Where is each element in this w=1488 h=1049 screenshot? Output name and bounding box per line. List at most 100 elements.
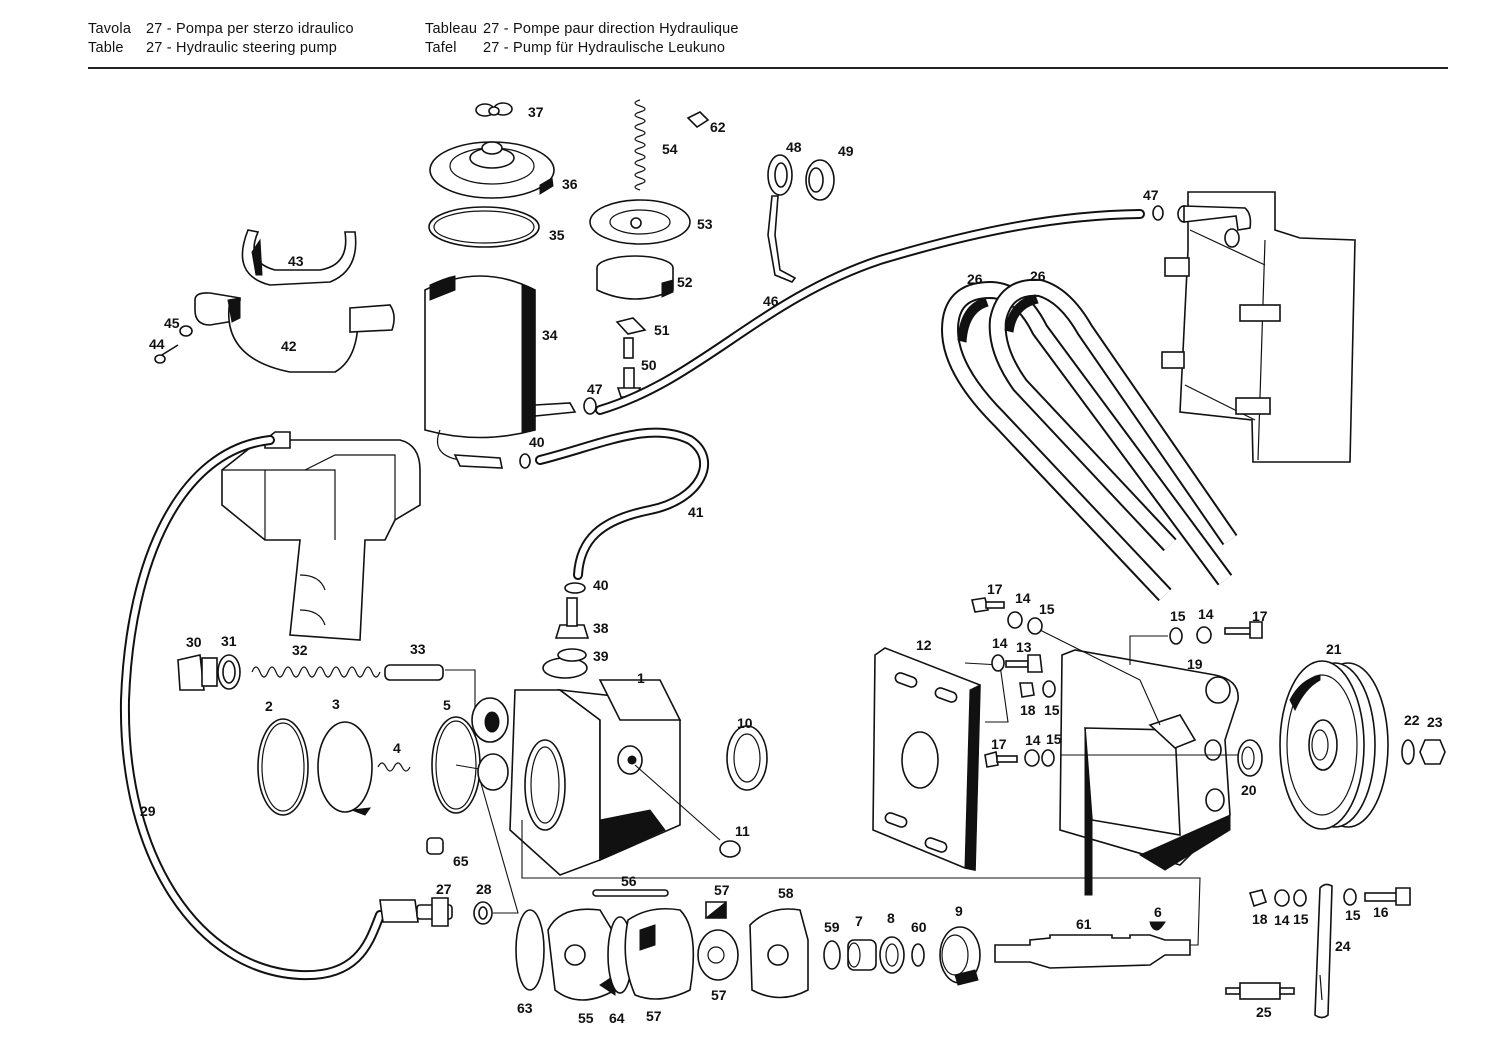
reservoir-insulator (241, 229, 357, 286)
label-9: 9 (955, 903, 963, 919)
label-20: 20 (1241, 782, 1257, 798)
label-26b: 26 (1030, 268, 1046, 284)
washer-small (179, 325, 193, 337)
label-32: 32 (292, 642, 308, 658)
label-8: 8 (887, 910, 895, 926)
pressure-plate (547, 908, 616, 1001)
label-7: 7 (855, 913, 863, 929)
label-15c: 15 (1046, 731, 1062, 747)
label-18b: 18 (1252, 911, 1268, 927)
filter-spring (634, 99, 646, 191)
cover-gasket (428, 206, 540, 248)
label-61: 61 (1076, 916, 1092, 932)
label-14b: 14 (992, 635, 1008, 651)
label-14c: 14 (1025, 732, 1041, 748)
label-57b: 57 (646, 1008, 662, 1024)
filter-element (596, 255, 674, 300)
label-33: 33 (410, 641, 426, 657)
label-6: 6 (1154, 904, 1162, 920)
drive-shaft (994, 934, 1191, 969)
washer-15b (1042, 680, 1056, 698)
label-15b: 15 (1044, 702, 1060, 718)
label-28: 28 (476, 881, 492, 897)
label-19: 19 (1187, 656, 1203, 672)
washer-14b (991, 654, 1005, 672)
nut-18a (1019, 682, 1035, 698)
hose-clamp-40b (564, 582, 586, 594)
label-17b: 17 (991, 736, 1007, 752)
label-10: 10 (737, 715, 753, 731)
label-51: 51 (654, 322, 670, 338)
label-64: 64 (609, 1010, 625, 1026)
woodruff-key (1149, 921, 1166, 931)
bolt-13 (1005, 654, 1043, 673)
label-2: 2 (265, 698, 273, 714)
label-30: 30 (186, 634, 202, 650)
label-17c: 17 (1252, 608, 1268, 624)
outlet-pipe (534, 402, 577, 417)
label-36: 36 (562, 176, 578, 192)
label-21: 21 (1326, 641, 1342, 657)
ball-bearing (939, 926, 981, 986)
label-13: 13 (1016, 639, 1032, 655)
label-58: 58 (778, 885, 794, 901)
rotor (697, 929, 739, 981)
washer-15a (1027, 617, 1043, 635)
label-23: 23 (1427, 714, 1443, 730)
label-56: 56 (621, 873, 637, 889)
label-39: 39 (593, 648, 609, 664)
label-5: 5 (443, 697, 451, 713)
leader-line (1129, 635, 1168, 665)
bearing-8 (879, 936, 905, 974)
label-1: 1 (637, 670, 645, 686)
pulley-washer (1401, 739, 1415, 765)
label-37: 37 (528, 104, 544, 120)
return-hose (595, 209, 1145, 415)
seal-ring-59 (823, 940, 841, 970)
dowel-pin (592, 889, 669, 897)
label-45: 45 (164, 315, 180, 331)
reservoir-strap (194, 292, 395, 373)
bracket-clip (767, 154, 797, 283)
washer-15e (1293, 889, 1307, 907)
label-65: 65 (453, 853, 469, 869)
spring-bolt (616, 337, 642, 398)
label-46: 46 (763, 293, 779, 309)
filter-plate (589, 199, 691, 245)
vane (704, 900, 727, 919)
piston (317, 721, 373, 816)
label-3: 3 (332, 696, 340, 712)
union-fitting (416, 897, 453, 927)
oil-cooler (1161, 191, 1356, 463)
pulley (1279, 660, 1389, 830)
washer-15f (1343, 888, 1357, 906)
hose-union-38 (554, 597, 590, 639)
label-48: 48 (786, 139, 802, 155)
washer-14a (1007, 611, 1023, 629)
plug (177, 654, 218, 691)
label-54: 54 (662, 141, 678, 157)
label-31: 31 (221, 633, 237, 649)
stud-25 (1225, 982, 1295, 1000)
spacer-20 (1237, 739, 1263, 777)
plug-washer (217, 654, 241, 690)
label-59: 59 (824, 919, 840, 935)
label-44: 44 (149, 336, 165, 352)
small-spring (377, 762, 411, 772)
label-62: 62 (710, 119, 726, 135)
snap-ring (257, 718, 309, 816)
label-12: 12 (916, 637, 932, 653)
label-47b: 47 (1143, 187, 1159, 203)
reservoir-body (424, 275, 536, 463)
label-42: 42 (281, 338, 297, 354)
hose-clamp-40a (519, 453, 531, 469)
bolt-17b (984, 750, 1018, 768)
adjusting-strap (1314, 883, 1333, 1019)
header-divider (88, 67, 1448, 69)
lower-pipe (453, 454, 503, 469)
cam-ring (624, 907, 695, 1000)
drain-plug-small (686, 111, 710, 129)
label-53: 53 (697, 216, 713, 232)
